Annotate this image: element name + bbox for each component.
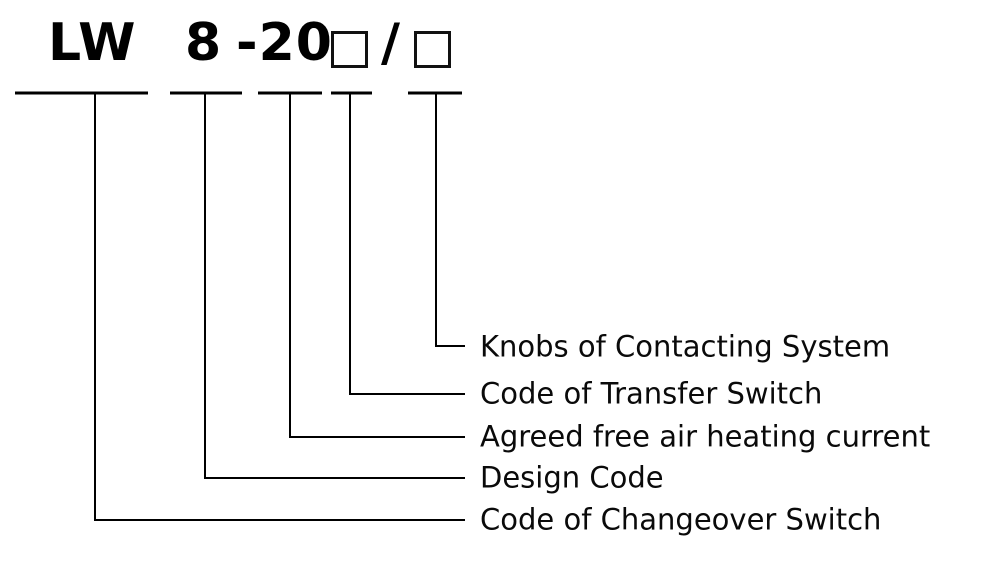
code-part-heating-current: -20 xyxy=(236,13,333,73)
label-design-code: Design Code xyxy=(480,460,664,495)
label-code-of-transfer-switch: Code of Transfer Switch xyxy=(480,376,823,411)
label-agreed-free-air-heating-current: Agreed free air heating current xyxy=(480,419,931,454)
placeholder-box-icon xyxy=(331,31,368,68)
code-part-changeover-switch: LW xyxy=(48,13,137,73)
label-code-of-changeover-switch: Code of Changeover Switch xyxy=(480,502,882,537)
placeholder-box-icon xyxy=(414,31,451,68)
code-part-design-code: 8 xyxy=(185,13,223,73)
label-knobs-of-contacting-system: Knobs of Contacting System xyxy=(480,329,891,364)
code-separator-slash: / xyxy=(381,13,401,73)
leader-lines xyxy=(94,93,465,521)
